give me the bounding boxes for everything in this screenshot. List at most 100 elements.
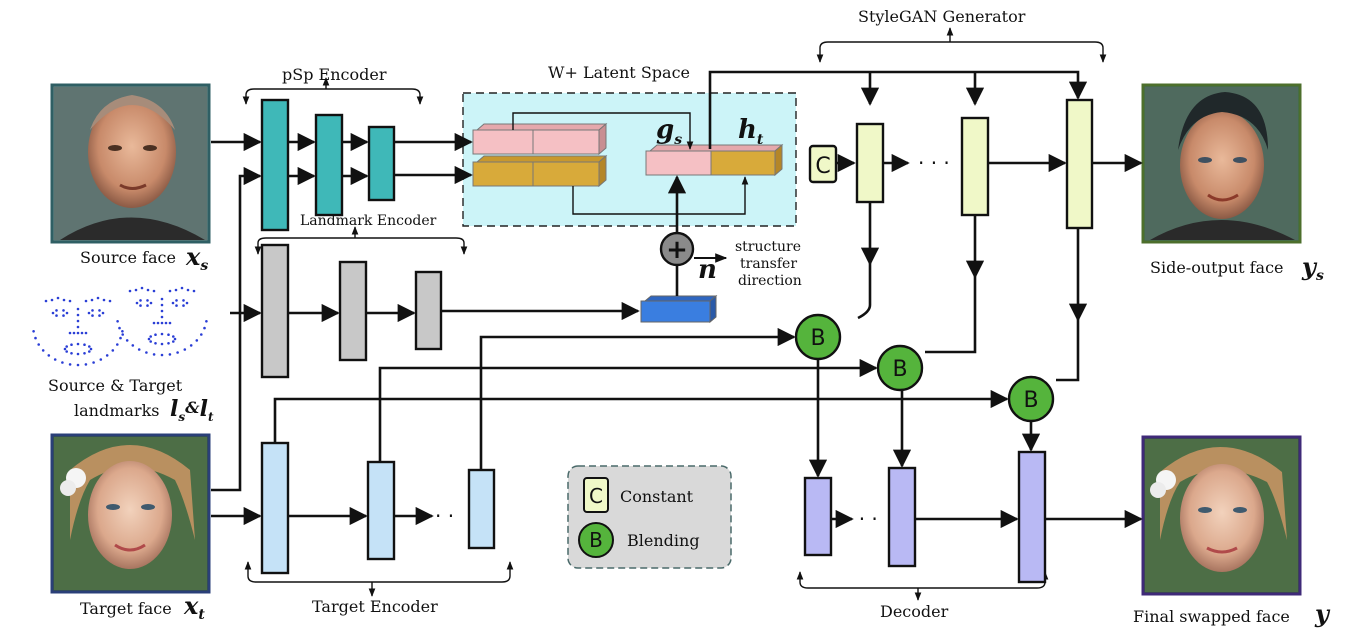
landmark-dot <box>167 333 170 337</box>
landmark-dot <box>186 288 190 292</box>
latent-g-symbol: gs <box>656 115 682 148</box>
side-output-face-photo <box>1141 83 1302 244</box>
landmark-dot <box>145 351 148 354</box>
final-swapped-symbol: y <box>1314 599 1331 628</box>
latent-code-combined-bar <box>645 143 784 177</box>
landmark-dot <box>63 347 67 351</box>
landmark-dot <box>76 319 80 323</box>
landmark-dot <box>102 298 106 302</box>
landmark-dot <box>168 321 172 325</box>
stylegan-generator-blocks <box>855 98 1094 230</box>
constant-letter: C <box>815 154 830 179</box>
decoder-blocks <box>803 450 1047 584</box>
legend-constant-swatch <box>583 477 609 513</box>
landmark-dot <box>53 358 57 361</box>
landmark-encoder-title: Landmark Encoder <box>300 213 437 229</box>
landmark-dot <box>160 353 164 357</box>
decoder-title: Decoder <box>880 602 949 621</box>
landmark-dot <box>47 354 51 357</box>
landmark-dot <box>108 299 112 303</box>
target-encoder-blocks <box>260 441 496 575</box>
landmark-dot <box>174 288 178 292</box>
landmark-dot <box>149 335 152 338</box>
landmark-brace <box>254 237 468 255</box>
landmark-dot <box>68 331 72 335</box>
landmark-dot <box>32 330 35 333</box>
blending-node-2: B <box>876 344 924 392</box>
landmark-dot <box>149 301 153 305</box>
landmark-dot <box>146 288 150 292</box>
landmark-dot <box>76 363 80 367</box>
gen1-to-blend1 <box>857 264 872 320</box>
plus-sign: + <box>666 235 688 265</box>
source-face-symbol: xs <box>185 242 208 274</box>
gen3-to-blend3 <box>1056 320 1080 382</box>
wplus-title: W+ Latent Space <box>548 63 690 82</box>
landmark-dot <box>146 304 149 307</box>
landmark-dot <box>175 304 178 307</box>
landmark-dot <box>160 342 164 346</box>
legend-blending-swatch <box>578 522 614 558</box>
target-encoder-title: Target Encoder <box>312 597 438 616</box>
landmark-dot <box>147 337 151 341</box>
landmark-dot <box>92 361 95 364</box>
landmark-dot <box>131 344 135 347</box>
landmark-dot <box>34 336 37 340</box>
landmark-dot <box>118 326 121 330</box>
landmarks-dot-faces <box>32 286 208 367</box>
landmark-dot <box>160 297 164 301</box>
landmark-dot <box>88 350 91 353</box>
landmark-dot <box>160 309 164 313</box>
landmark-dot <box>61 361 64 364</box>
final-swapped-caption: Final swapped face <box>1133 607 1290 626</box>
landmark-dot <box>182 304 185 307</box>
landmark-dot <box>139 299 142 302</box>
latent-g-to-combined-arrow <box>512 112 694 150</box>
landmark-dot <box>88 345 91 348</box>
landmark-dot <box>98 309 101 312</box>
skip-enc1-to-blend3 <box>273 389 1009 442</box>
svg-text:B: B <box>810 326 825 351</box>
landmark-dot <box>65 350 68 353</box>
latent-h-symbol: ht <box>738 115 764 148</box>
blending-node-3: B <box>1007 375 1055 423</box>
stylegan-brace <box>816 41 1107 63</box>
landmark-dot <box>164 321 168 325</box>
target-face-caption: Target face <box>80 599 172 618</box>
latent-code-h-source-bar <box>472 154 608 188</box>
landmark-dot <box>76 352 80 356</box>
landmark-dot <box>76 331 80 335</box>
landmark-dot <box>175 299 178 302</box>
blending-node-1: B <box>794 313 842 361</box>
landmark-dot <box>76 342 80 346</box>
landmark-dot <box>91 309 94 312</box>
landmarks-caption-line1: Source & Target <box>48 376 183 395</box>
landmark-dot <box>116 320 119 323</box>
landmark-dot <box>183 348 187 351</box>
landmark-dot <box>62 309 65 312</box>
landmark-dot <box>83 343 86 347</box>
structure-direction-vector <box>640 294 718 324</box>
landmark-dot <box>128 289 132 293</box>
landmark-dot <box>125 339 129 342</box>
n-symbol: n <box>698 255 717 285</box>
landmark-dot <box>72 331 76 335</box>
landmark-dot <box>98 314 101 317</box>
landmark-dot <box>172 335 175 338</box>
landmark-dot <box>62 298 66 302</box>
landmark-dot <box>160 321 164 325</box>
landmark-dot <box>62 314 65 317</box>
target-face-photo <box>50 433 211 594</box>
gen-ellipsis: · · · <box>918 151 950 175</box>
legend-blending-label: Blending <box>627 531 700 550</box>
landmark-dot <box>70 352 73 355</box>
landmark-dot <box>152 289 156 293</box>
legend-blending-letter: B <box>589 528 603 552</box>
landmark-dot <box>205 320 208 323</box>
landmark-dot <box>195 339 199 342</box>
direction-label-line3: direction <box>738 273 802 289</box>
landmark-dot <box>84 331 88 335</box>
target-brace <box>244 561 514 583</box>
legend-constant-letter: C <box>589 484 603 508</box>
landmark-dot <box>135 301 139 305</box>
